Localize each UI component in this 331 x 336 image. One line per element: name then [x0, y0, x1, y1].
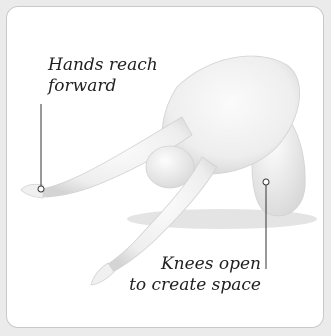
knees-annotation-line1: Knees open: [129, 254, 261, 275]
hands-marker: [38, 186, 44, 192]
right-hand: [91, 263, 114, 285]
knees-annotation: Knees open to create space: [129, 254, 261, 296]
illustration-card: Hands reach forward Knees open to create…: [6, 6, 324, 328]
hands-annotation-line1: Hands reach: [48, 55, 158, 76]
knees-annotation-line2: to create space: [129, 275, 261, 296]
knees-marker: [263, 179, 269, 185]
hands-annotation-line2: forward: [48, 76, 158, 97]
hands-annotation: Hands reach forward: [48, 55, 158, 97]
